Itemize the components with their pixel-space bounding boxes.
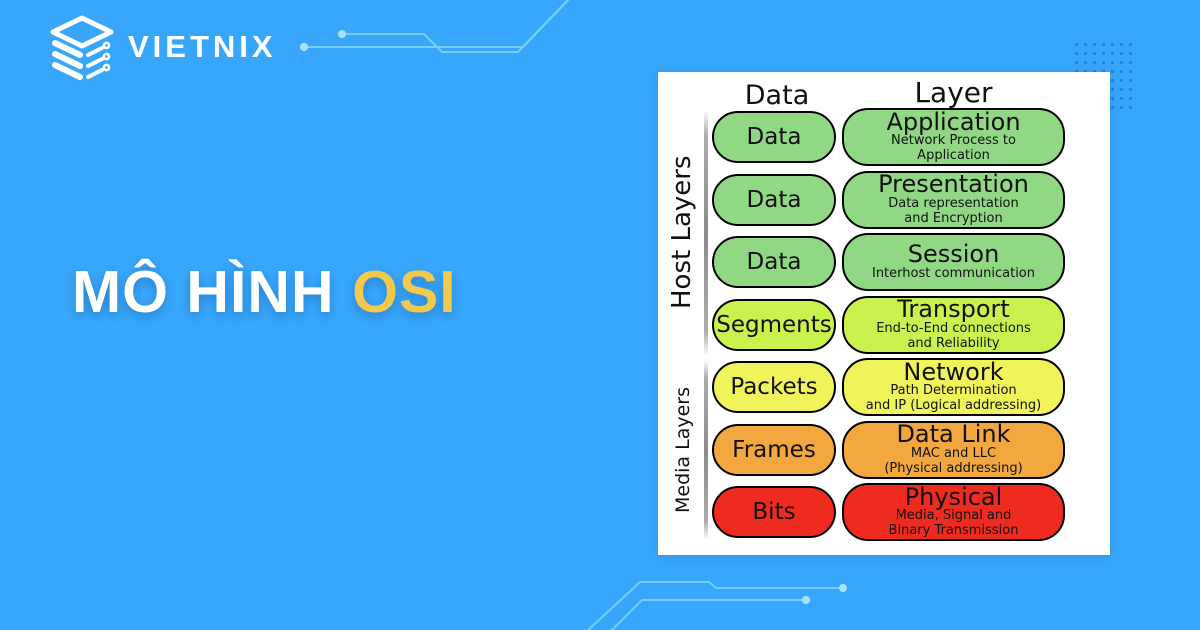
brand-logo: VIETNIX xyxy=(46,12,277,82)
media-layers-bracket xyxy=(704,360,708,540)
layer-pill: Network Path Determination and IP (Logic… xyxy=(842,358,1065,416)
data-unit-pill: Segments xyxy=(712,298,836,351)
data-unit-pill: Data xyxy=(712,111,836,163)
layer-subtitle: MAC and LLC (Physical addressing) xyxy=(884,445,1023,476)
osi-rows: Data Application Network Process to Appl… xyxy=(712,108,1065,546)
osi-row-datalink: Frames Data Link MAC and LLC (Physical a… xyxy=(712,420,1065,479)
layer-subtitle: Path Determination and IP (Logical addre… xyxy=(865,383,1042,414)
data-unit-pill: Bits xyxy=(712,486,836,538)
layer-pill: Application Network Process to Applicati… xyxy=(842,108,1065,166)
layer-title: Network xyxy=(903,357,1004,386)
layer-pill: Presentation Data representation and Enc… xyxy=(842,170,1065,229)
layer-subtitle: Interhost communication xyxy=(871,265,1035,281)
data-unit-pill: Data xyxy=(712,236,836,288)
layer-pill: Transport End-to-End connections and Rel… xyxy=(842,295,1065,354)
osi-diagram-panel: Data Layer Host Layers Media Layers Data… xyxy=(658,72,1110,555)
data-unit-label: Segments xyxy=(716,311,832,338)
layer-title: Physical xyxy=(904,482,1003,511)
column-header-data: Data xyxy=(744,80,810,111)
layer-pill: Data Link MAC and LLC (Physical addressi… xyxy=(842,420,1065,479)
layer-pill: Session Interhost communication xyxy=(842,233,1065,291)
data-unit-label: Data xyxy=(746,124,802,150)
title-accent: OSI xyxy=(352,259,457,325)
data-unit-pill: Packets xyxy=(712,361,836,413)
layer-title: Application xyxy=(886,107,1021,136)
group-label-host-layers: Host Layers xyxy=(667,155,697,309)
layer-title: Presentation xyxy=(878,170,1029,199)
layer-title: Session xyxy=(907,240,1000,269)
layer-subtitle: Data representation and Encryption xyxy=(888,195,1019,226)
layer-title: Data Link xyxy=(896,420,1011,449)
layer-title: Transport xyxy=(897,295,1010,324)
vietnix-stack-icon xyxy=(50,15,114,80)
osi-row-application: Data Application Network Process to Appl… xyxy=(712,108,1065,166)
layer-subtitle: Network Process to Application xyxy=(891,133,1016,164)
host-layers-bracket xyxy=(704,110,708,356)
data-unit-label: Data xyxy=(746,186,802,213)
layer-pill: Physical Media, Signal and Binary Transm… xyxy=(842,483,1065,541)
group-label-media-layers: Media Layers xyxy=(672,387,694,513)
data-unit-label: Frames xyxy=(732,436,816,463)
osi-row-transport: Segments Transport End-to-End connection… xyxy=(712,295,1065,354)
osi-row-presentation: Data Presentation Data representation an… xyxy=(712,170,1065,229)
data-unit-label: Packets xyxy=(730,374,818,400)
column-header-layer: Layer xyxy=(914,76,993,109)
data-unit-label: Data xyxy=(746,249,802,275)
osi-row-physical: Bits Physical Media, Signal and Binary T… xyxy=(712,483,1065,541)
data-unit-pill: Frames xyxy=(712,423,836,476)
osi-row-session: Data Session Interhost communication xyxy=(712,233,1065,291)
data-unit-label: Bits xyxy=(752,499,796,525)
title-text: MÔ HÌNH xyxy=(72,259,335,325)
brand-name: VIETNIX xyxy=(128,29,277,64)
data-unit-pill: Data xyxy=(712,173,836,226)
layer-subtitle: Media, Signal and Binary Transmission xyxy=(888,508,1019,539)
page-title: MÔ HÌNH OSI xyxy=(72,258,457,326)
layer-subtitle: End-to-End connections and Reliability xyxy=(876,320,1031,351)
osi-row-network: Packets Network Path Determination and I… xyxy=(712,358,1065,416)
